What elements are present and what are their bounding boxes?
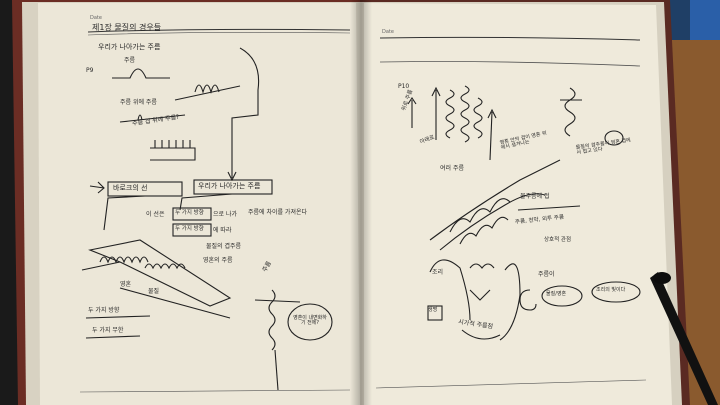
left-header-line	[87, 28, 351, 33]
two-directions-a: 두 가지 방향	[175, 210, 204, 216]
fold-text: 주름이	[538, 271, 555, 278]
cloth-note-2: 상호적 관점	[544, 237, 572, 243]
difference: 주름에 차이를 가져온다	[248, 209, 308, 216]
left-ruler	[79, 389, 351, 393]
left-header-line-2	[87, 32, 351, 36]
goes-out: 으로 나가	[213, 211, 237, 218]
right-ruler	[375, 379, 647, 389]
left-subheading: 우리가 나아가는 주름	[98, 43, 161, 51]
soul-word: 영혼	[120, 281, 132, 288]
left-heading: 제1장 물질의 경우들	[92, 23, 162, 32]
right-header-line-2	[379, 61, 641, 67]
two-directions-b: 두 가지 방향	[175, 226, 204, 232]
fold-label: 주름	[124, 57, 136, 64]
two-dir-bottom: 두 가지 방향	[88, 307, 120, 314]
right-page-num: P10	[398, 83, 410, 90]
this-line: 이 선은	[146, 211, 165, 218]
left-date-label: Date	[90, 15, 102, 21]
fold-on-fold: 주름 위에 주름	[120, 99, 157, 106]
right-sketches	[407, 85, 641, 341]
cloth-label: 물주름에 접	[520, 193, 550, 200]
right-page	[364, 3, 672, 405]
bulb-left: 조리	[432, 269, 444, 276]
folds-advancing: 우리가 나아가는 주름	[198, 182, 261, 190]
left-sketches	[81, 47, 333, 391]
right-date-label: Date	[382, 29, 394, 35]
right-header-line	[379, 36, 641, 41]
soul-folds: 영혼의 주름	[203, 257, 233, 264]
according: 에 따라	[213, 227, 232, 234]
baroque-line: 바로크의 선	[113, 184, 148, 192]
seed-b: 조리의 빛이다	[596, 287, 626, 293]
left-page	[38, 3, 360, 405]
gutter-shadow	[350, 0, 372, 405]
seed-a: 물질/영혼	[546, 291, 567, 297]
left-page-num: P9	[86, 67, 94, 74]
two-dir-bottom2: 두 가지 무한	[92, 327, 124, 334]
bulb-box: 생명	[428, 307, 438, 313]
outer-folds: 여러 주름	[440, 165, 464, 172]
soul-circle-text: 영혼이 내면화하기 전에?	[293, 315, 327, 326]
matter-folds: 물질의 겹주름	[206, 243, 242, 250]
matter-side: 물질	[148, 288, 160, 295]
pen	[650, 272, 718, 405]
